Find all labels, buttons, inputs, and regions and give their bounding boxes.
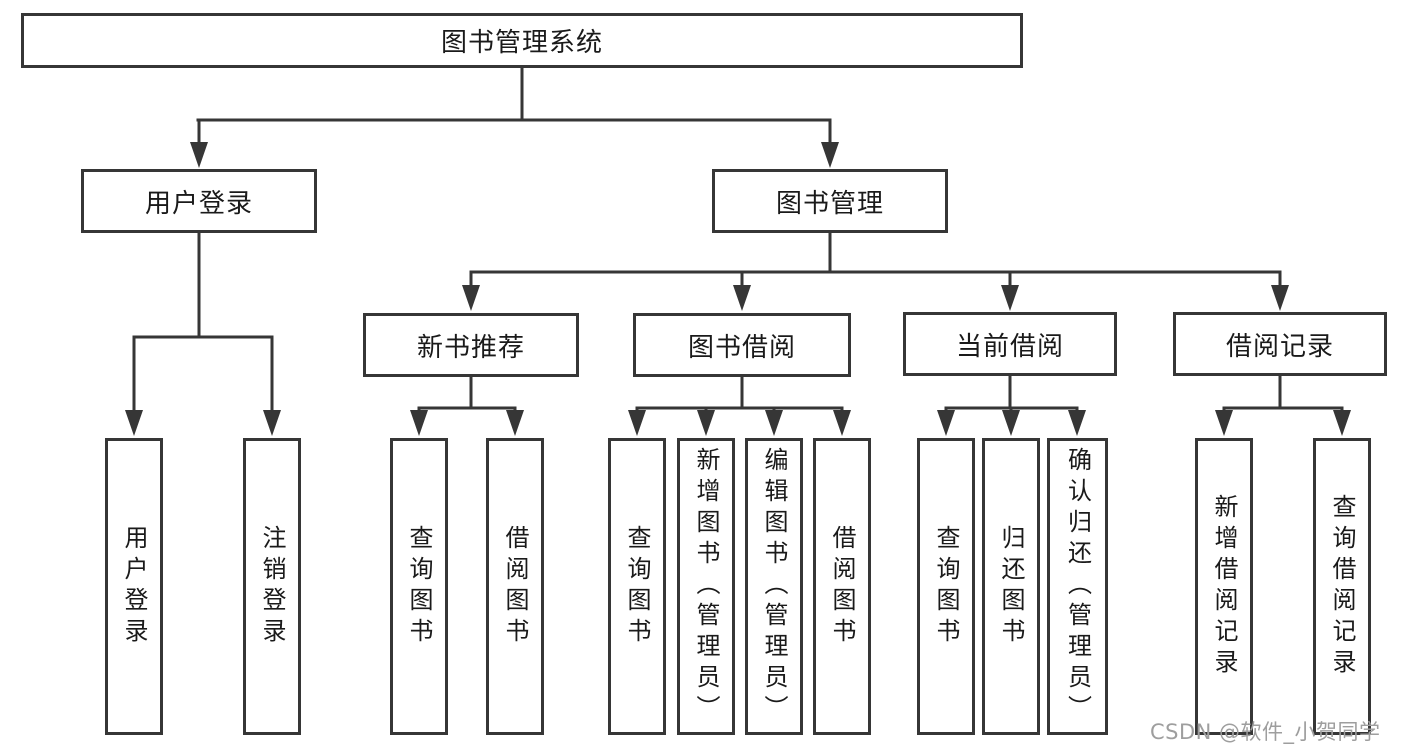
leaf-edit-books: 编辑图书（管理员） xyxy=(745,438,803,735)
leaf-query-books-3: 查询图书 xyxy=(917,438,975,735)
arrowheads xyxy=(125,142,1351,436)
leaf-label: 借阅图书 xyxy=(828,524,856,649)
node-root-label: 图书管理系统 xyxy=(440,28,603,58)
leaf-label: 用户登录 xyxy=(120,524,148,649)
csdn-watermark: CSDN @软件_小贺同学 xyxy=(1150,720,1381,744)
leaf-label: 编辑图书（管理员） xyxy=(760,447,788,726)
leaf-query-books-2: 查询图书 xyxy=(608,438,666,735)
leaf-logout: 注销登录 xyxy=(243,438,301,735)
node-label: 新书推荐 xyxy=(416,332,525,363)
node-current-borrowing: 当前借阅 xyxy=(903,312,1117,376)
node-new-book-recommend: 新书推荐 xyxy=(363,313,579,377)
node-borrowing-records: 借阅记录 xyxy=(1173,312,1387,376)
leaf-user-login: 用户登录 xyxy=(105,438,163,735)
leaf-confirm-return: 确认归还（管理员） xyxy=(1047,438,1108,735)
node-book-management: 图书管理 xyxy=(712,169,948,233)
leaf-add-books: 新增图书（管理员） xyxy=(677,438,735,735)
leaf-label: 新增图书（管理员） xyxy=(692,447,720,726)
leaf-borrow-books-1: 借阅图书 xyxy=(486,438,544,735)
leaf-query-borrow-record: 查询借阅记录 xyxy=(1313,438,1371,735)
node-label: 借阅记录 xyxy=(1225,331,1334,362)
leaf-query-books-1: 查询图书 xyxy=(390,438,448,735)
node-user-login: 用户登录 xyxy=(81,169,317,233)
leaf-label: 注销登录 xyxy=(258,524,286,649)
leaf-borrow-books-2: 借阅图书 xyxy=(813,438,871,735)
leaf-return-books: 归还图书 xyxy=(982,438,1040,735)
leaf-label: 查询图书 xyxy=(405,524,433,649)
node-label: 当前借阅 xyxy=(955,331,1064,362)
leaf-label: 查询借阅记录 xyxy=(1328,493,1356,680)
leaf-label: 查询图书 xyxy=(932,524,960,649)
node-book-borrowing: 图书借阅 xyxy=(633,313,851,377)
node-root: 图书管理系统 xyxy=(21,13,1023,68)
node-label: 图书借阅 xyxy=(687,332,796,363)
leaf-label: 借阅图书 xyxy=(501,524,529,649)
leaf-label: 新增借阅记录 xyxy=(1210,493,1238,680)
leaf-label: 确认归还（管理员） xyxy=(1063,447,1092,726)
node-label: 用户登录 xyxy=(144,188,253,219)
leaf-label: 查询图书 xyxy=(623,524,651,649)
leaf-add-borrow-record: 新增借阅记录 xyxy=(1195,438,1253,735)
leaf-label: 归还图书 xyxy=(997,524,1025,649)
node-label: 图书管理 xyxy=(775,188,884,219)
